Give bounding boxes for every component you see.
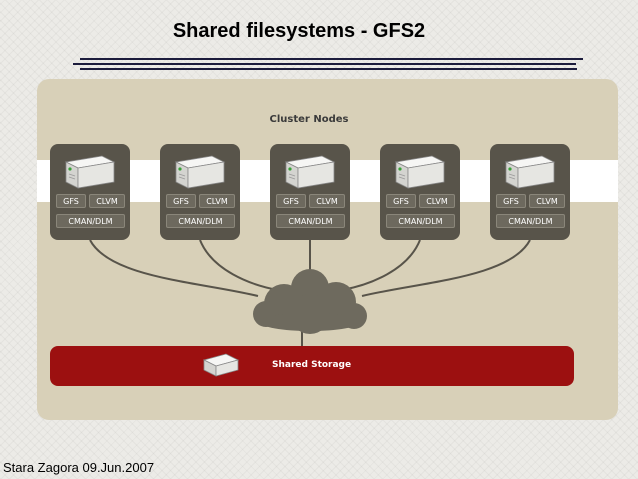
connection-line — [341, 239, 421, 291]
gfs-label: GFS — [56, 194, 86, 208]
gfs-label: GFS — [276, 194, 306, 208]
cman-dlm-label: CMAN/DLM — [276, 214, 345, 228]
cluster-node: GFS CLVM CMAN/DLM — [380, 144, 460, 240]
slide-title: Shared filesystems - GFS2 — [172, 20, 426, 42]
gfs-label: GFS — [386, 194, 416, 208]
connection-line — [199, 239, 279, 291]
shared-storage-label: Shared Storage — [272, 360, 352, 370]
server-icon — [504, 155, 556, 189]
connection-line — [361, 239, 531, 297]
title-rule-top — [80, 58, 583, 60]
server-icon — [64, 155, 116, 189]
storage-disk-icon — [202, 353, 240, 377]
clvm-label: CLVM — [419, 194, 455, 208]
server-icon — [394, 155, 446, 189]
cluster-node: GFS CLVM CMAN/DLM — [490, 144, 570, 240]
clvm-label: CLVM — [309, 194, 345, 208]
cman-dlm-label: CMAN/DLM — [166, 214, 235, 228]
cluster-node: GFS CLVM CMAN/DLM — [160, 144, 240, 240]
title-rule-bottom — [80, 68, 577, 70]
slide-footer: Stara Zagora 09.Jun.2007 — [3, 460, 155, 475]
cman-dlm-label: CMAN/DLM — [386, 214, 455, 228]
cman-dlm-label: CMAN/DLM — [56, 214, 125, 228]
server-icon — [284, 155, 336, 189]
cluster-node: GFS CLVM CMAN/DLM — [50, 144, 130, 240]
clvm-label: CLVM — [89, 194, 125, 208]
title-rule-middle — [73, 63, 576, 65]
shared-storage-bar: Shared Storage — [50, 346, 574, 386]
gfs-label: GFS — [496, 194, 526, 208]
cman-dlm-label: CMAN/DLM — [496, 214, 565, 228]
cluster-nodes-label: Cluster Nodes — [269, 114, 349, 125]
clvm-label: CLVM — [199, 194, 235, 208]
gfs-label: GFS — [166, 194, 196, 208]
cluster-node: GFS CLVM CMAN/DLM — [270, 144, 350, 240]
network-cloud-icon — [253, 269, 367, 334]
clvm-label: CLVM — [529, 194, 565, 208]
connection-line — [89, 239, 259, 297]
server-icon — [174, 155, 226, 189]
